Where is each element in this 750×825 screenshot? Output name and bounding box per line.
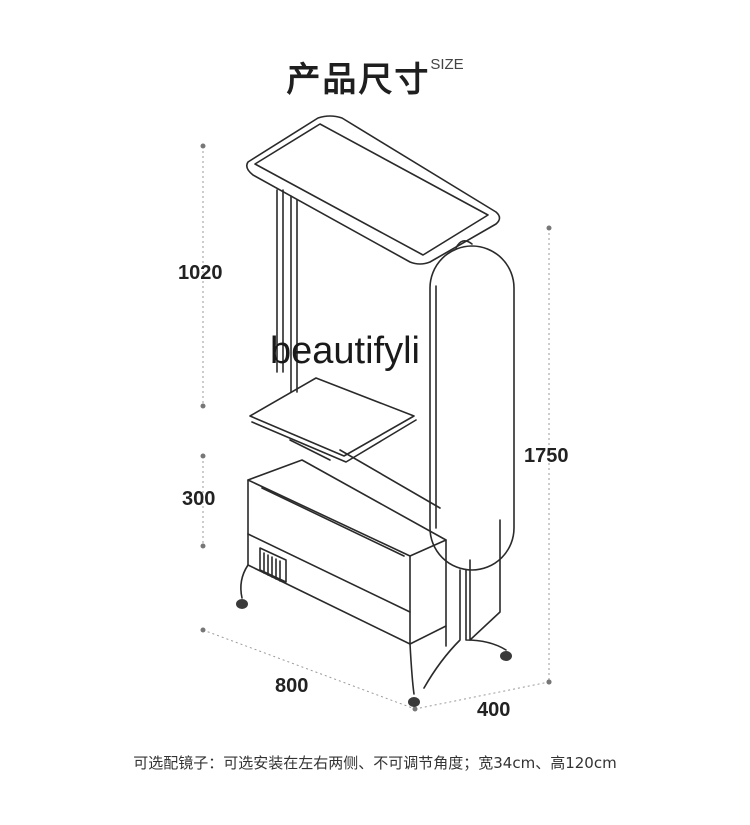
dimension-upper-height: 1020 [178, 262, 223, 284]
title-suffix: SIZE [430, 56, 464, 73]
title-main: 产品尺寸 [286, 60, 431, 100]
dimension-dots [200, 143, 552, 712]
dimension-width: 800 [275, 675, 309, 697]
page-title: 产品尺寸SIZE [0, 52, 750, 101]
mirror-footnote: 可选配镜子：可选安装在左右两侧、不可调节角度；宽34cm、高120cm [133, 754, 617, 772]
dimension-lines [202, 146, 550, 710]
dimension-drawer-height: 300 [182, 488, 216, 510]
dimension-depth: 400 [477, 699, 511, 721]
watermark-text: beautifyli [270, 330, 420, 372]
caster-wheels [236, 599, 512, 707]
dimension-total-height: 1750 [524, 445, 569, 467]
wardrobe-drawing [240, 115, 515, 695]
